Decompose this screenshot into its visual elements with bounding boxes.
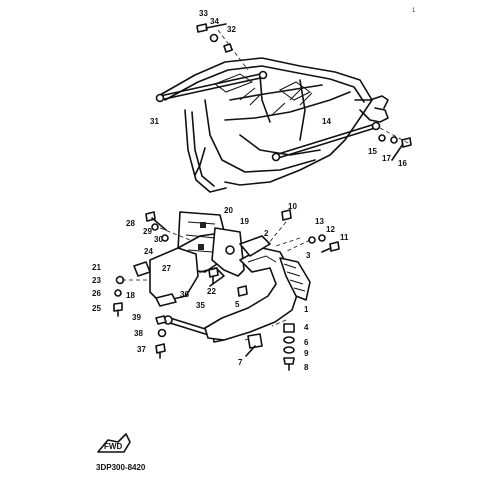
part-label-3: 3	[306, 251, 311, 260]
part-label-16: 16	[398, 159, 407, 168]
part-label-8: 8	[304, 363, 309, 372]
part-label-12: 12	[326, 225, 335, 234]
part-label-39: 39	[132, 313, 141, 322]
part-label-24: 24	[144, 247, 153, 256]
part-label-13: 13	[315, 217, 324, 226]
part-label-36: 36	[180, 290, 189, 299]
part-label-10: 10	[288, 202, 297, 211]
part-label-31: 31	[150, 117, 159, 126]
part-label-28: 28	[126, 219, 135, 228]
part-label-19: 19	[240, 217, 249, 226]
bolt-set-28-30	[145, 211, 191, 242]
part-label-11: 11	[340, 233, 349, 242]
left-bolt-set	[113, 275, 150, 317]
drawing-code: 3DP300-8420	[96, 463, 146, 472]
main-frame	[159, 57, 389, 193]
part-label-4: 4	[304, 323, 309, 332]
part-label-21: 21	[92, 263, 101, 272]
right-stack-fasteners	[283, 323, 295, 371]
part-label-32: 32	[227, 25, 236, 34]
part-label-15: 15	[368, 147, 377, 156]
part-label-6: 6	[304, 338, 309, 347]
part-label-26: 26	[92, 289, 101, 298]
bolt-22	[208, 267, 219, 285]
part-label-5: 5	[235, 300, 240, 309]
part-label-30: 30	[154, 235, 163, 244]
upper-bolt-set	[196, 23, 249, 71]
right-bolt-set	[378, 127, 412, 161]
part-label-33: 33	[199, 9, 208, 18]
bracket-7	[245, 333, 263, 357]
part-label-14: 14	[322, 117, 331, 126]
part-label-9: 9	[304, 349, 309, 358]
part-label-17: 17	[382, 154, 391, 163]
part-label-20: 20	[224, 206, 233, 215]
part-label-7: 7	[238, 358, 243, 367]
stay-rod-right	[271, 121, 381, 162]
bolt-set-10-13	[281, 209, 340, 253]
part-label-1: 1	[304, 305, 309, 314]
part-label-23: 23	[92, 276, 101, 285]
fwd-arrow-icon: FWD	[97, 433, 131, 453]
part-label-38: 38	[134, 329, 143, 338]
part-label-2: 2	[264, 229, 269, 238]
part-label-27: 27	[162, 264, 171, 273]
part-label-37: 37	[137, 345, 146, 354]
stay-rod-left	[155, 70, 268, 103]
fwd-label: FWD	[104, 442, 122, 451]
footrest-bracket-left	[133, 211, 245, 303]
leader-lines	[244, 221, 311, 341]
part-label-34: 34	[210, 17, 219, 26]
part-label-22: 22	[207, 287, 216, 296]
part-label-25: 25	[92, 304, 101, 313]
footrest-frame	[204, 235, 311, 341]
part-label-18: 18	[126, 291, 135, 300]
part-label-35: 35	[196, 301, 205, 310]
lower-left-fasteners	[155, 315, 167, 359]
part-label-29: 29	[143, 227, 152, 236]
page-corner-mark: 1	[412, 8, 416, 14]
